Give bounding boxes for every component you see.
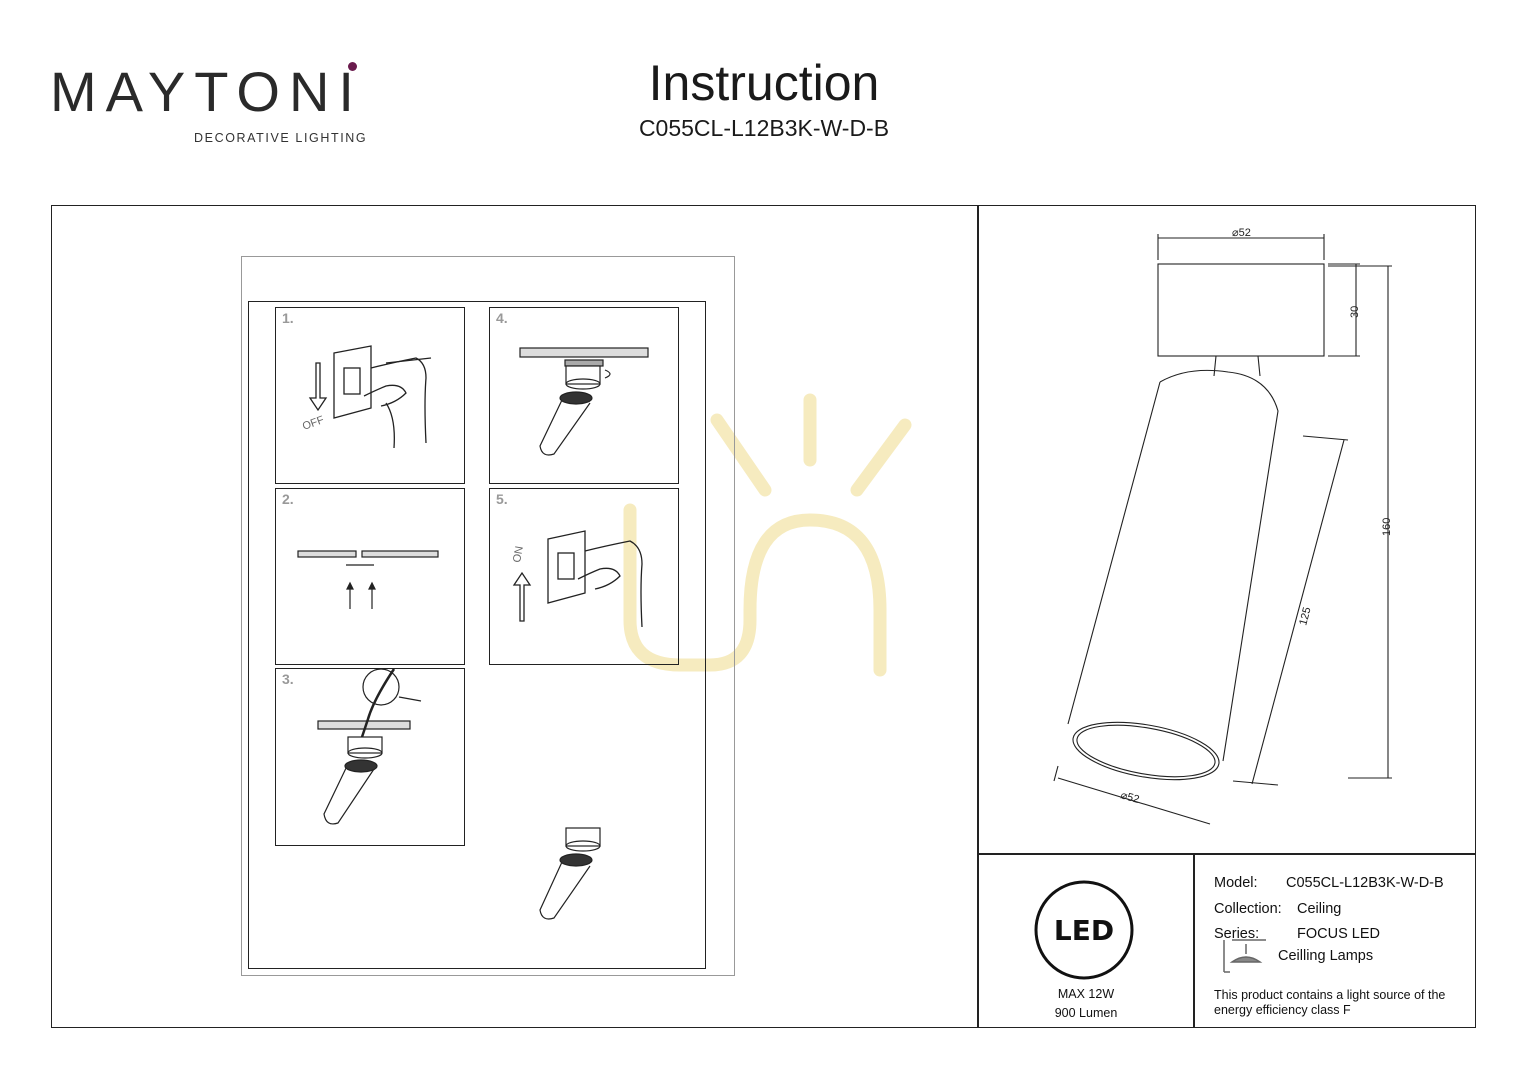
spec-divider (1193, 853, 1195, 1028)
lamp-body (1067, 369, 1279, 762)
led-lumen: 900 Lumen (1054, 1006, 1118, 1020)
step-2-panel: 2. (275, 488, 465, 665)
spec-collection-label: Collection: (1214, 901, 1282, 917)
frame-divider-horizontal (977, 853, 1476, 855)
logo-dot (348, 62, 357, 71)
final-lamp-illustration (539, 827, 601, 920)
page-title: Instruction (648, 55, 880, 111)
spec-model-label: Model: (1214, 875, 1258, 891)
spec-series-value: FOCUS LED (1297, 926, 1380, 942)
dim-body-length: 125 (1297, 606, 1313, 627)
step-number: 3. (282, 671, 294, 687)
led-power: MAX 12W (1057, 987, 1115, 1001)
dim-top-diameter: ⌀52 (1232, 227, 1251, 239)
spec-type-value: Ceilling Lamps (1278, 948, 1374, 964)
spec-collection-value: Ceiling (1297, 901, 1342, 917)
led-logo-text: LED (1054, 914, 1114, 947)
dim-base-height: 30 (1349, 306, 1361, 318)
model-subtitle: C055CL-L12B3K-W-D-B (638, 115, 890, 141)
step-1-panel: 1. OFF (275, 307, 465, 484)
mount-lamp-illustration (519, 347, 649, 456)
wiring-illustration (317, 668, 422, 825)
frame-divider-vertical (977, 205, 979, 1028)
step-number: 5. (496, 491, 508, 507)
step-3-panel: 3. (275, 668, 465, 846)
step-4-panel: 4. (489, 307, 679, 484)
main-frame (51, 205, 1476, 1028)
dim-bottom-diameter: ⌀52 (1119, 789, 1140, 806)
dim-total-height: 160 (1381, 518, 1393, 536)
energy-note-line2: energy efficiency class F (1214, 1003, 1351, 1017)
spec-series-label: Series: (1214, 926, 1260, 942)
off-label: OFF (301, 414, 326, 433)
energy-note-line1: This product contains a light source of … (1214, 988, 1446, 1002)
ceiling-drill-illustration (297, 550, 439, 609)
step-number: 2. (282, 491, 294, 507)
step-number: 1. (282, 310, 294, 326)
technical-drawing: ⌀52 30 160 125 ⌀52 (1053, 227, 1393, 825)
lamp-base (1157, 263, 1325, 357)
brand-logo: MAYTONI (50, 60, 363, 123)
watermark-icon (623, 393, 912, 677)
switch-off-illustration: OFF (301, 345, 432, 449)
led-badge-icon: LED (1034, 880, 1134, 980)
instruction-sheet-outer (241, 256, 735, 976)
spec-model-value: C055CL-L12B3K-W-D-B (1286, 875, 1444, 891)
instruction-sheet (248, 301, 706, 969)
step-number: 4. (496, 310, 508, 326)
brand-tagline: DECORATIVE LIGHTING (194, 131, 368, 145)
ceiling-lamp-icon (1223, 939, 1266, 973)
on-label: ON (511, 545, 526, 563)
switch-on-illustration: ON (511, 530, 643, 628)
step-5-panel: 5. ON (489, 488, 679, 665)
